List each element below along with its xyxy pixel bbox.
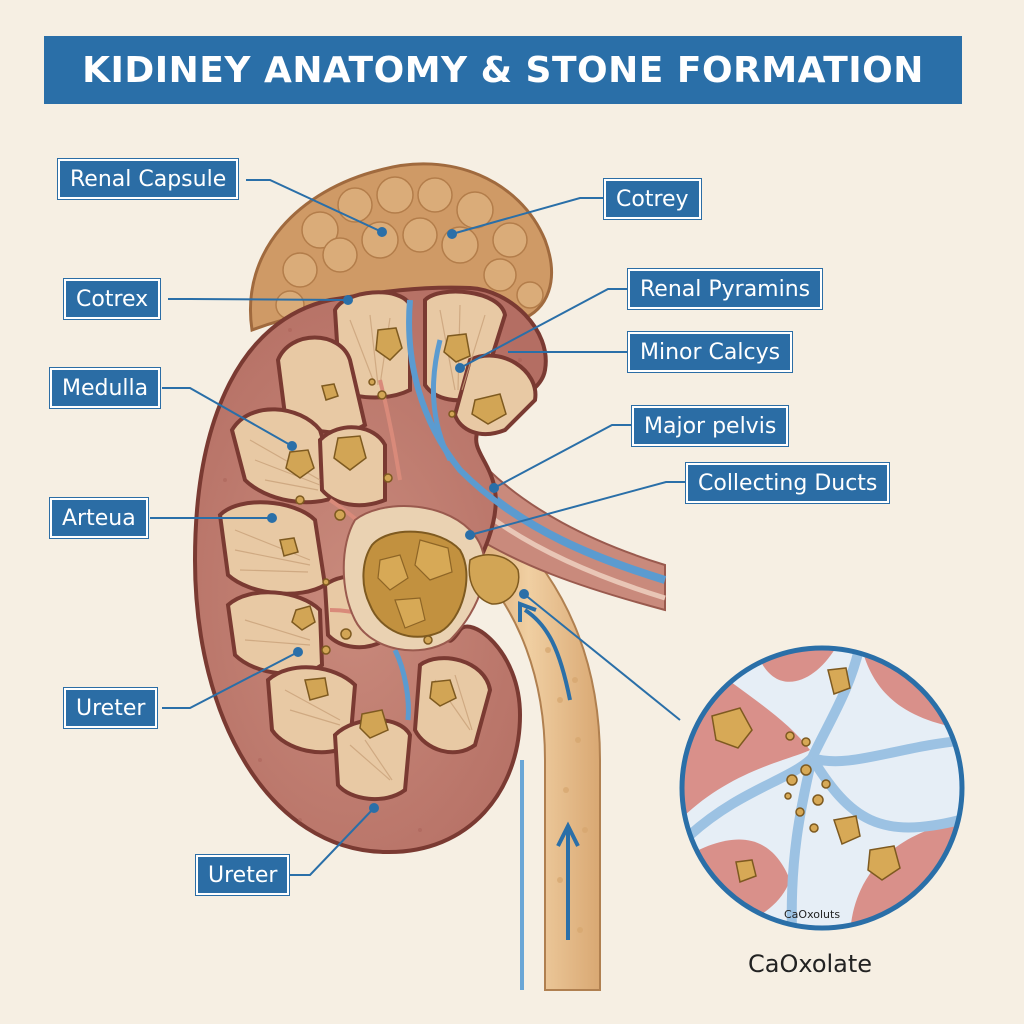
label-collecting-ducts: Collecting Ducts xyxy=(686,463,890,503)
kidney-stones xyxy=(279,327,520,739)
inset-small-label: CaOxoluts xyxy=(784,908,841,921)
dot-icon xyxy=(465,530,475,540)
dot-icon xyxy=(377,227,387,237)
leader-dots xyxy=(267,227,529,813)
label-cotrex: Cotrex xyxy=(64,279,161,319)
leader-lines xyxy=(150,179,686,876)
dot-icon xyxy=(287,441,297,451)
inset-magnification xyxy=(679,645,965,931)
page-title: KIDINEY ANATOMY & STONE FORMATION xyxy=(44,36,962,104)
label-minor-calcys: Minor Calcys xyxy=(628,332,793,372)
dot-icon xyxy=(489,483,499,493)
label-renal-pyramins: Renal Pyramins xyxy=(628,269,823,309)
label-arteua: Arteua xyxy=(50,498,148,538)
ureter-tube xyxy=(468,518,601,991)
label-renal-capsule: Renal Capsule xyxy=(58,159,239,199)
dot-icon xyxy=(369,803,379,813)
label-ureter-upper: Ureter xyxy=(64,688,158,728)
dot-icon xyxy=(293,647,303,657)
inset-caption: CaOxolate xyxy=(748,950,873,978)
label-major-pelvis: Major pelvis xyxy=(632,406,789,446)
arrow-up-icon xyxy=(556,821,580,940)
dot-icon xyxy=(267,513,277,523)
label-cotrey: Cotrey xyxy=(604,179,701,219)
arrow-up-icon xyxy=(518,601,572,701)
label-ureter-lower: Ureter xyxy=(196,855,290,895)
dot-icon xyxy=(447,229,457,239)
label-medulla: Medulla xyxy=(50,368,161,408)
dot-icon xyxy=(343,295,353,305)
dot-icon xyxy=(455,363,465,373)
renal-pelvis xyxy=(342,505,486,652)
dot-icon xyxy=(519,589,529,599)
